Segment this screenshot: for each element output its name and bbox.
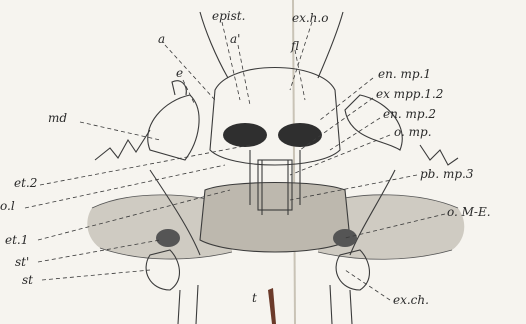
label-pb-mp3: pb. mp.3	[420, 167, 474, 181]
right-mouth-plate	[278, 123, 322, 147]
label-en-mp2: en. mp.2	[383, 107, 436, 121]
label-a: a	[158, 32, 165, 46]
label-fl: fl	[290, 39, 299, 53]
label-t: t	[252, 291, 257, 305]
label-o-mp: o. mp.	[394, 125, 432, 139]
label-exch: ex.ch.	[393, 293, 429, 307]
label-e: e	[176, 66, 183, 80]
label-ex-mpp12: ex mpp.1.2	[376, 87, 443, 101]
label-epist: epist.	[212, 9, 245, 23]
label-st-prime: st'	[15, 255, 29, 269]
label-et1: et.1	[5, 233, 28, 247]
left-spiracle	[156, 229, 180, 247]
left-mouth-plate	[223, 123, 267, 147]
label-en-mp1: en. mp.1	[378, 67, 431, 81]
label-exh0: ex.h.o	[292, 11, 328, 25]
label-st: st	[22, 273, 33, 287]
label-et2: et.2	[14, 176, 37, 190]
label-md: md	[48, 111, 67, 125]
label-o-me: o. M-E.	[447, 205, 491, 219]
label-ol: o.l	[0, 199, 15, 213]
right-spiracle	[333, 229, 357, 247]
label-a-prime: a'	[230, 32, 240, 46]
